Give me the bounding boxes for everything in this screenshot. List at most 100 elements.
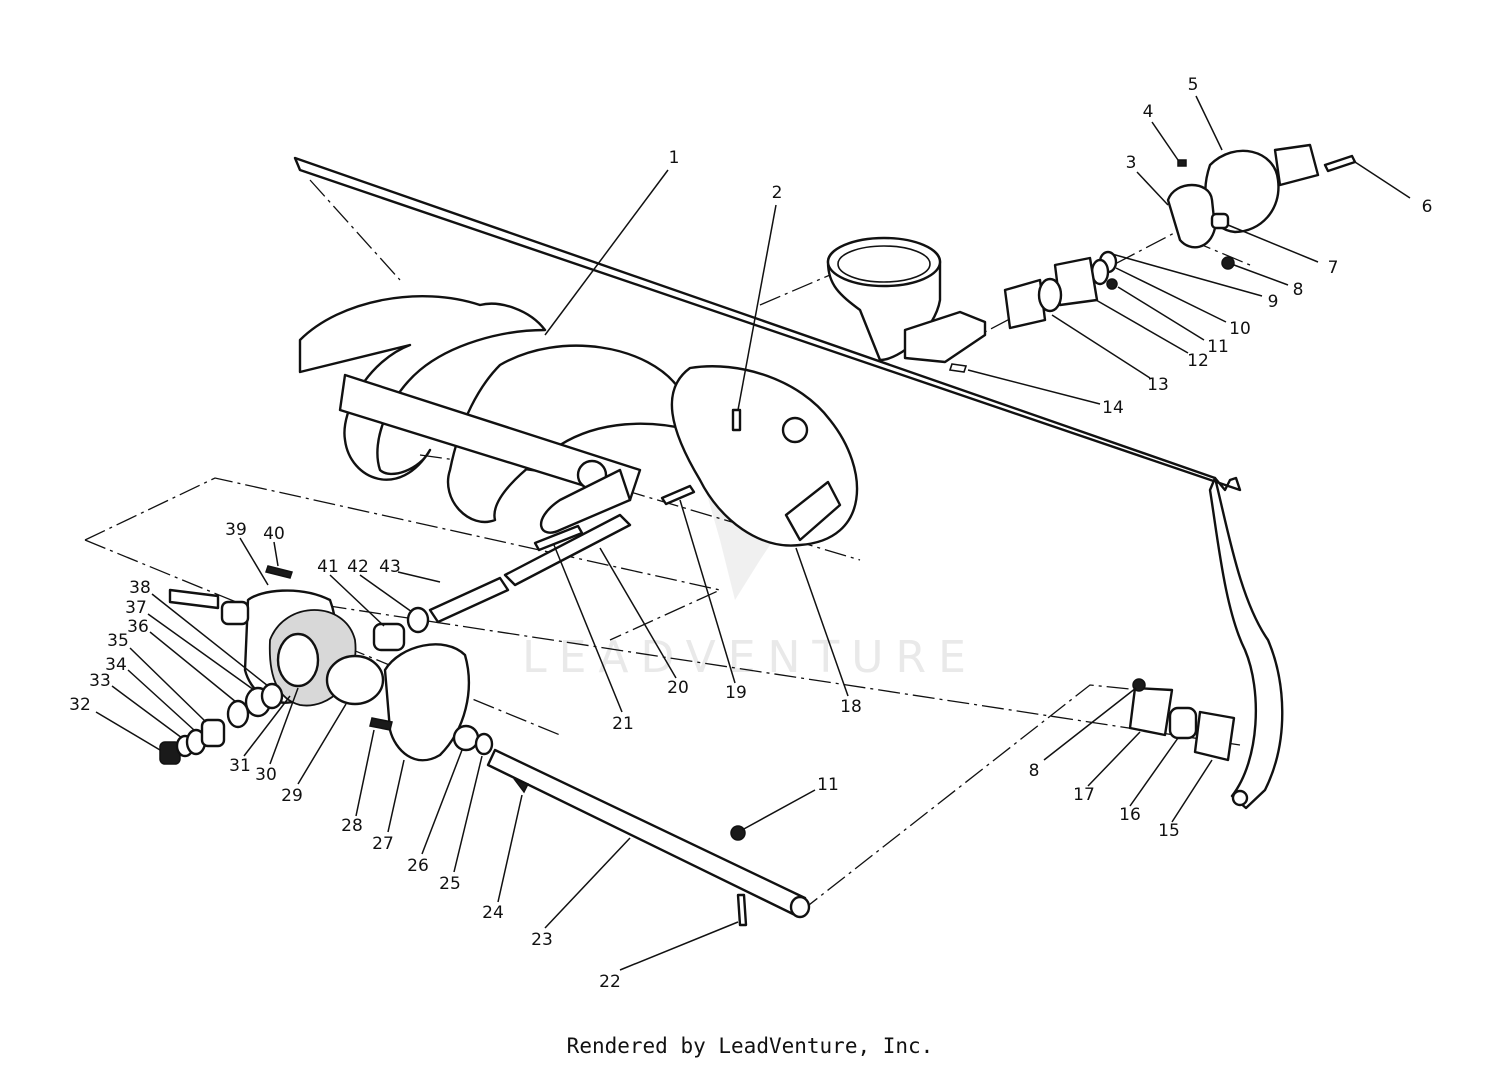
drive-tube bbox=[486, 748, 811, 927]
auger-assembly bbox=[298, 295, 859, 547]
callout-22: 22 bbox=[599, 972, 621, 992]
shaft-20 bbox=[503, 513, 632, 587]
bearing-38 bbox=[260, 682, 284, 710]
callout-31: 31 bbox=[229, 756, 251, 776]
callout-10: 10 bbox=[1229, 319, 1251, 339]
bolt-6 bbox=[1323, 154, 1357, 173]
callout-36: 36 bbox=[127, 617, 149, 637]
callout-37: 37 bbox=[125, 598, 147, 618]
callout-35: 35 bbox=[107, 631, 129, 651]
chute-rim-inner bbox=[837, 245, 931, 283]
leader-27 bbox=[387, 759, 405, 833]
leader-10 bbox=[1115, 267, 1227, 323]
leader-38 bbox=[151, 593, 269, 687]
callout-2: 2 bbox=[772, 183, 783, 203]
washer-25 bbox=[474, 732, 494, 756]
callout-15: 15 bbox=[1158, 821, 1180, 841]
bolt-22 bbox=[736, 893, 748, 927]
callout-labels: 1 2 3 4 5 6 7 8 9 10 11 12 13 14 15 16 1… bbox=[69, 75, 1432, 992]
impeller-hub bbox=[781, 416, 809, 444]
callout-4: 4 bbox=[1143, 102, 1154, 122]
screw-4 bbox=[1177, 159, 1187, 167]
leader-15 bbox=[1171, 759, 1213, 823]
callout-17: 17 bbox=[1073, 785, 1095, 805]
leader-14 bbox=[967, 369, 1101, 405]
bearing-39 bbox=[220, 600, 250, 626]
leader-34 bbox=[127, 669, 195, 731]
callout-16: 16 bbox=[1119, 805, 1141, 825]
callout-19: 19 bbox=[725, 683, 747, 703]
housing-side-wall bbox=[1208, 476, 1284, 810]
leader-16 bbox=[1129, 737, 1179, 807]
callout-40: 40 bbox=[263, 524, 285, 544]
tube-23 bbox=[486, 748, 807, 917]
footer-credit: Rendered by LeadVenture, Inc. bbox=[566, 1034, 934, 1058]
chute-opening bbox=[826, 236, 987, 364]
callout-18: 18 bbox=[840, 697, 862, 717]
leader-1 bbox=[544, 169, 669, 336]
callout-26: 26 bbox=[407, 856, 429, 876]
leader-5 bbox=[1195, 95, 1223, 151]
callout-29: 29 bbox=[281, 786, 303, 806]
callout-11-upper: 11 bbox=[1207, 337, 1229, 357]
auger-paddle bbox=[539, 468, 632, 534]
phantom-line-auger-axis bbox=[84, 477, 723, 641]
auger-impeller-right bbox=[670, 365, 859, 547]
bracket-3 bbox=[1166, 183, 1217, 249]
leader-26 bbox=[421, 749, 463, 855]
housing-side-wall-hole bbox=[1231, 789, 1249, 807]
leader-30 bbox=[269, 687, 299, 765]
leader-9 bbox=[1111, 253, 1263, 297]
leader-17 bbox=[1087, 731, 1141, 787]
callout-3: 3 bbox=[1126, 153, 1137, 173]
callout-42: 42 bbox=[347, 557, 369, 577]
callout-20: 20 bbox=[667, 678, 689, 698]
callout-9: 9 bbox=[1268, 292, 1279, 312]
leader-19 bbox=[679, 499, 736, 684]
key-24 bbox=[513, 778, 530, 794]
side-bearing-stack bbox=[1128, 678, 1236, 762]
bolt-2 bbox=[731, 408, 742, 432]
bearing-26 bbox=[452, 724, 480, 752]
impeller-paddle bbox=[784, 480, 842, 542]
leader-3 bbox=[1136, 171, 1169, 206]
drive-shafts bbox=[503, 408, 742, 587]
nut-11-lower bbox=[730, 825, 746, 841]
leader-lines bbox=[95, 95, 1411, 971]
callout-8-lower: 8 bbox=[1029, 761, 1040, 781]
nut-11-upper bbox=[1106, 278, 1118, 290]
bearing-35 bbox=[200, 718, 226, 748]
leader-25 bbox=[453, 755, 483, 873]
output-shaft-stack bbox=[159, 682, 284, 765]
washer-42 bbox=[406, 606, 430, 634]
leader-11-lower bbox=[741, 789, 816, 831]
shaft-pin-38 bbox=[168, 588, 220, 610]
callout-39: 39 bbox=[225, 520, 247, 540]
leader-2 bbox=[737, 204, 777, 411]
tube-23-end bbox=[789, 895, 811, 919]
nut-8-upper bbox=[1221, 256, 1235, 270]
leader-35 bbox=[129, 647, 207, 723]
bearing-13-ring bbox=[1037, 277, 1063, 313]
leader-29 bbox=[297, 703, 347, 785]
phantom-line-chute bbox=[759, 274, 831, 306]
callout-13: 13 bbox=[1147, 375, 1169, 395]
screw-14 bbox=[948, 363, 968, 373]
phantom-line-rear bbox=[799, 684, 1141, 913]
gear-5-hub bbox=[1273, 143, 1320, 187]
pin-7 bbox=[1210, 212, 1230, 230]
leader-8-lower bbox=[1043, 687, 1137, 761]
leader-39 bbox=[239, 537, 269, 586]
leader-32 bbox=[95, 711, 161, 751]
leader-8-upper bbox=[1233, 264, 1289, 286]
phantom-line-housing-top bbox=[309, 179, 401, 281]
callout-1: 1 bbox=[669, 148, 680, 168]
callout-11-lower: 11 bbox=[817, 775, 839, 795]
callout-5: 5 bbox=[1188, 75, 1199, 95]
flange-15 bbox=[1193, 710, 1236, 762]
leader-36 bbox=[149, 631, 237, 703]
callout-14: 14 bbox=[1102, 398, 1124, 418]
leader-21 bbox=[553, 544, 623, 713]
key-21 bbox=[533, 524, 584, 552]
callout-41: 41 bbox=[317, 557, 339, 577]
